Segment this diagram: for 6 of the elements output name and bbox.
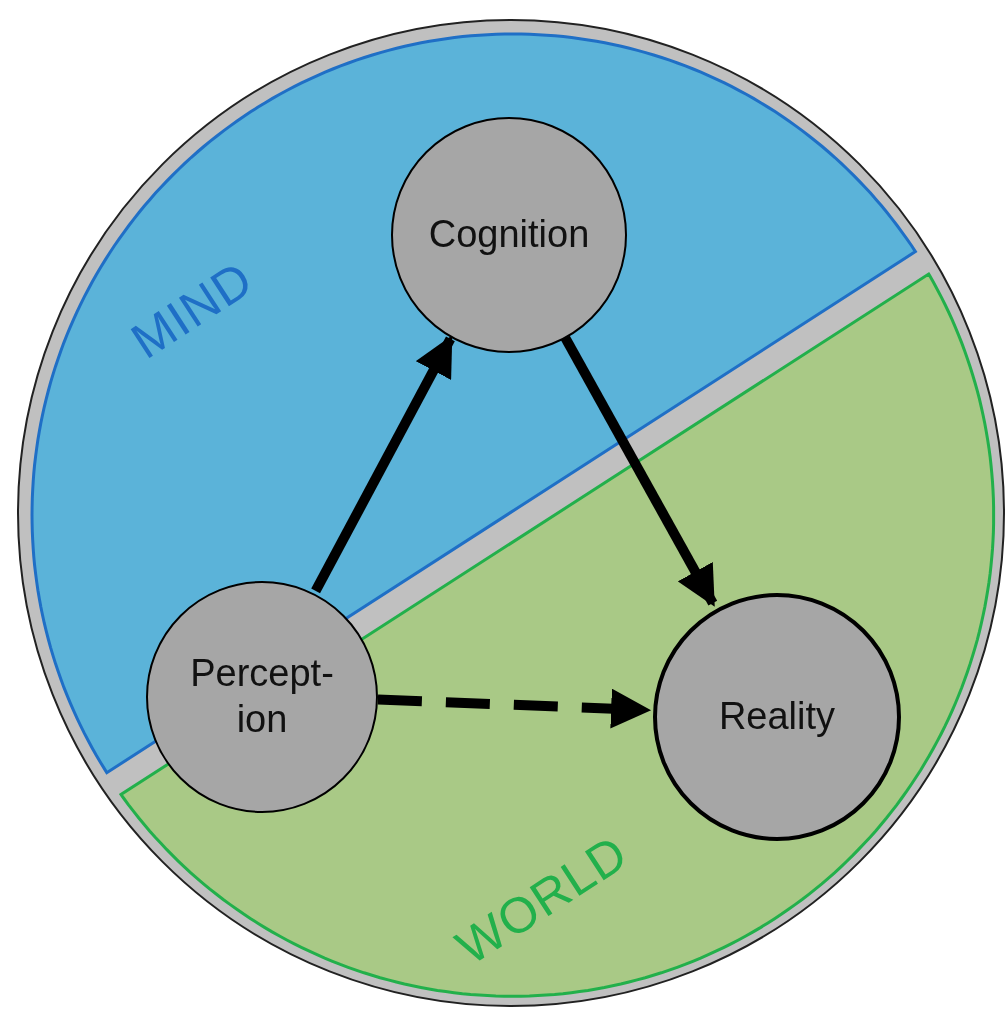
arrow	[311, 335, 455, 594]
arrow	[377, 688, 652, 729]
concept-label: Percept- ion	[190, 651, 334, 742]
concept-label: Cognition	[428, 212, 590, 258]
concept-label: Reality	[718, 694, 836, 740]
arrow	[560, 335, 718, 607]
